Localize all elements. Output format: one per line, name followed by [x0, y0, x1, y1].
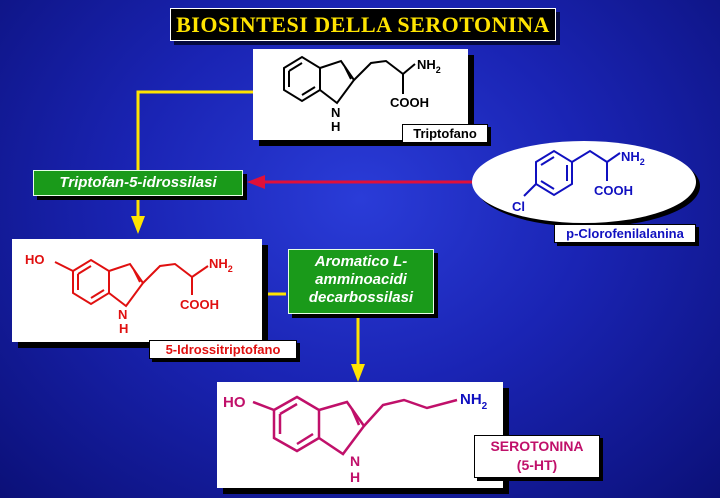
arrow-tryptophan-to-hydroxytryptophan: [136, 90, 253, 218]
chlorophenylalanine-panel: NH2 COOH Cl: [472, 141, 700, 227]
hydroxytryptophan-ring-n: N: [118, 307, 127, 322]
tryptophan-ring-n: N: [331, 105, 340, 120]
tryptophan-structure: NH2 COOH N H: [283, 55, 441, 134]
hydroxylase-enzyme-box: Triptofan-5-idrossilasi: [33, 170, 243, 196]
tryptophan-amine: NH2: [417, 57, 441, 75]
tryptophan-panel: NH2 COOH N H: [253, 49, 468, 140]
chlorophenylalanine-label: p-Clorofenilalanina: [554, 224, 696, 243]
chlorophenylalanine-halogen: Cl: [512, 199, 525, 214]
serotonin-label-line-1: SEROTONINA: [490, 438, 584, 454]
chlorophenylalanine-structure: [523, 149, 621, 197]
slide-title: BIOSINTESI DELLA SEROTONINA: [170, 8, 556, 41]
chlorophenylalanine-acid: COOH: [594, 183, 633, 198]
decarboxylase-line-2: amminoacidi: [315, 271, 407, 288]
hydroxytryptophan-label: 5-Idrossitriptofano: [149, 340, 297, 359]
hydroxytryptophan-hydroxyl: HO: [25, 252, 45, 267]
serotonin-structure: HO NH2 N H: [223, 391, 488, 485]
serotonin-amine: NH2: [460, 391, 488, 412]
hydroxytryptophan-structure: HO NH2 COOH N H: [25, 252, 233, 336]
arrow-head-inhibition: [247, 175, 265, 189]
hydroxytryptophan-acid: COOH: [180, 297, 219, 312]
tryptophan-label: Triptofano: [402, 124, 488, 143]
decarboxylase-enzyme-box: Aromatico L- amminoacidi decarbossilasi: [288, 249, 434, 314]
hydroxytryptophan-amine: NH2: [209, 256, 233, 274]
decarboxylase-line-3: decarbossilasi: [308, 289, 414, 306]
hydroxytryptophan-ring-h: H: [119, 321, 128, 336]
decarboxylase-line-1: Aromatico L-: [314, 253, 408, 270]
serotonin-panel: HO NH2 N H: [217, 382, 503, 488]
serotonin-hydroxyl: HO: [223, 394, 246, 411]
serotonin-label: SEROTONINA (5-HT): [474, 435, 600, 478]
serotonin-label-line-2: (5-HT): [516, 457, 558, 473]
arrow-head-hydroxytryptophan: [131, 216, 145, 234]
serotonin-ring-n: N: [350, 453, 360, 469]
arrow-head-serotonin: [351, 364, 365, 382]
serotonin-ring-h: H: [350, 469, 360, 485]
tryptophan-acid: COOH: [390, 95, 429, 110]
tryptophan-ring-h: H: [331, 119, 340, 134]
hydroxytryptophan-panel: HO NH2 COOH N H: [12, 239, 262, 342]
chlorophenylalanine-amine: NH2: [621, 149, 645, 167]
